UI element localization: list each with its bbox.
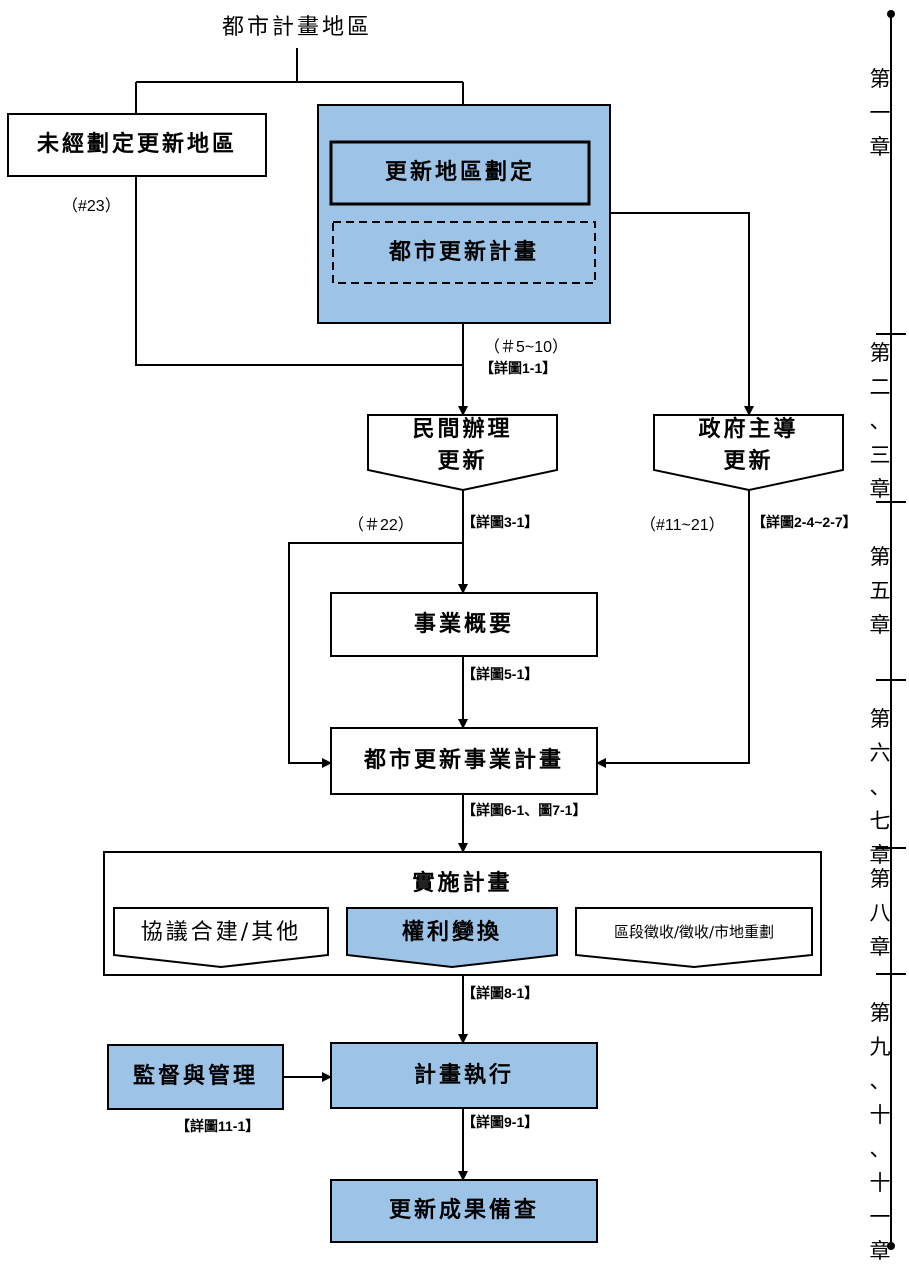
- timeline-end-dot: [887, 1242, 895, 1250]
- ref-fig-2-4: 【詳圖2-4~2-7】: [752, 514, 857, 530]
- chapter-8-label: 第 八 章: [869, 867, 891, 959]
- chapter-9-11-label: 第 九 、 十 、 十 一 章: [869, 1001, 891, 1263]
- implementation-plan-label: 實施計畫: [412, 871, 513, 897]
- option-land-label: 區段徵收/徵收/市地重劃: [613, 923, 775, 942]
- private-renewal-label: 民間辦理 更新: [412, 417, 513, 474]
- area-designation-label: 更新地區劃定: [384, 160, 535, 186]
- chapter-2-3-label: 第 二 、 三 章: [869, 341, 891, 501]
- option-rights-label: 權利變換: [401, 920, 502, 946]
- execution-label: 計畫執行: [413, 1062, 514, 1088]
- ref-fig-9-1: 【詳圖9-1】: [462, 1114, 539, 1130]
- chapter-5-label: 第 五 章: [869, 545, 891, 637]
- ref-5-10: （＃5~10）: [484, 339, 569, 356]
- business-plan-label: 都市更新事業計畫: [363, 748, 564, 774]
- ref-23: （#23）: [62, 198, 121, 215]
- connector-lines: [135, 48, 754, 1181]
- results-label: 更新成果備查: [388, 1198, 539, 1224]
- gov-renewal-label: 政府主導 更新: [698, 417, 799, 474]
- ref-fig-6-1: 【詳圖6-1、圖7-1】: [462, 802, 587, 818]
- unplanned-area-label: 未經劃定更新地區: [36, 132, 237, 158]
- ref-11-21: （#11~21）: [640, 517, 725, 534]
- business-outline-label: 事業概要: [413, 611, 514, 637]
- urban-renewal-plan-label: 都市更新計畫: [388, 239, 539, 265]
- top-node-label: 都市計畫地區: [221, 15, 372, 41]
- ref-fig-11-1: 【詳圖11-1】: [176, 1118, 260, 1134]
- ref-fig-5-1: 【詳圖5-1】: [462, 666, 539, 682]
- supervision-label: 監督與管理: [132, 1064, 258, 1090]
- ref-22: （＃22）: [348, 517, 414, 534]
- ref-fig-1-1: 【詳圖1-1】: [480, 360, 557, 376]
- option-cooperative-label: 協議合建/其他: [140, 920, 302, 946]
- chapter-timeline: [876, 14, 906, 1246]
- timeline-start-dot: [887, 10, 895, 18]
- chapter-1-label: 第 一 章: [869, 67, 891, 159]
- node-shapes: [7, 104, 844, 1243]
- ref-fig-3-1: 【詳圖3-1】: [462, 514, 539, 530]
- ref-fig-8-1: 【詳圖8-1】: [462, 985, 539, 1001]
- chapter-6-7-label: 第 六 、 七 章: [869, 707, 891, 867]
